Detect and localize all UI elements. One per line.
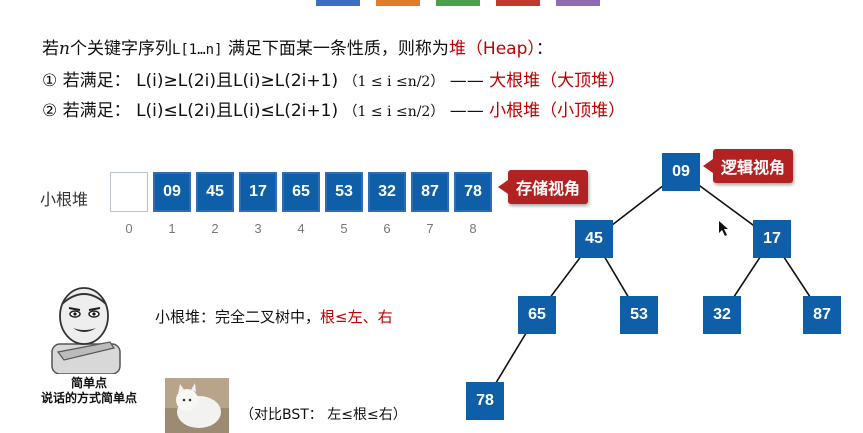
array-index: 5 <box>340 221 348 236</box>
text: 若 <box>42 39 59 59</box>
text: ① 若满足： <box>42 71 131 91</box>
max-heap-name: 大根堆（大顶堆） <box>489 71 626 91</box>
array-index: 6 <box>383 221 391 236</box>
array-cell: 09 <box>153 172 191 212</box>
strip-segment <box>376 0 420 6</box>
dash: —— <box>449 101 484 121</box>
meme-face-icon <box>51 287 121 374</box>
condition: L(i)≥L(2i)且L(i)≥L(2i+1) <box>136 71 339 91</box>
text: 小根堆：完全二叉树中， <box>155 308 321 326</box>
bst-compare-note: （对比BST： 左≤根≤右） <box>240 407 407 423</box>
meme-caption: 简单点 说话的方式简单点 <box>34 376 144 406</box>
cursor-icon <box>719 221 728 236</box>
caption-line: 简单点 <box>70 376 107 390</box>
tree-node: 45 <box>575 220 613 258</box>
tree-node: 87 <box>803 296 841 334</box>
array-cell <box>110 172 148 212</box>
strip-segment <box>316 0 360 6</box>
array-cell: 45 <box>196 172 234 212</box>
array-cell: 53 <box>325 172 363 212</box>
text: ： <box>535 39 553 59</box>
top-color-strip <box>0 0 863 6</box>
array-index: 0 <box>125 221 133 236</box>
array-cell: 65 <box>282 172 320 212</box>
definition-line-1: 若n个关键字序列L[1…n] 满足下面某一条性质，则称为堆（Heap）： <box>42 34 553 59</box>
range: （1 ≤ i ≤n/2） <box>343 104 445 120</box>
tree-node: 17 <box>753 220 791 258</box>
condition: L(i)≤L(2i)且L(i)≤L(2i+1) <box>136 101 339 121</box>
storage-view-callout: 存储视角 <box>497 170 589 204</box>
min-heap-name: 小根堆（小顶堆） <box>489 101 626 121</box>
array-cell: 87 <box>411 172 449 212</box>
array-index: 3 <box>254 221 262 236</box>
array-index: 8 <box>469 221 477 236</box>
caption-line: 说话的方式简单点 <box>40 391 137 405</box>
tree-node: 65 <box>518 296 556 334</box>
var-n: n <box>59 39 70 59</box>
rule-text: 根≤左、右 <box>320 308 393 326</box>
array-index: 2 <box>211 221 219 236</box>
heap-term: 堆（Heap） <box>448 39 536 59</box>
text: 个关键字序列 <box>69 39 172 59</box>
definition-line-3: ② 若满足： L(i)≤L(2i)且L(i)≤L(2i+1) （1 ≤ i ≤n… <box>42 96 625 121</box>
sequence-notation: L[1…n] <box>171 42 223 58</box>
dash: —— <box>449 71 484 91</box>
array-label: 小根堆 <box>40 190 89 209</box>
array-index: 7 <box>426 221 434 236</box>
tree-node: 53 <box>620 296 658 334</box>
array-cell: 32 <box>368 172 406 212</box>
strip-segment <box>496 0 540 6</box>
array-index: 1 <box>168 221 176 236</box>
tree-node: 09 <box>662 153 700 191</box>
array-cell: 17 <box>239 172 277 212</box>
array-cell: 78 <box>454 172 492 212</box>
logical-view-callout: 逻辑视角 <box>702 149 794 183</box>
array-index: 4 <box>297 221 305 236</box>
definition-line-2: ① 若满足： L(i)≥L(2i)且L(i)≥L(2i+1) （1 ≤ i ≤n… <box>42 66 625 91</box>
tree-node: 32 <box>703 296 741 334</box>
text: ② 若满足： <box>42 101 131 121</box>
text: 满足下面某一条性质，则称为 <box>222 39 449 59</box>
tree-node: 78 <box>466 382 504 420</box>
strip-segment <box>436 0 480 6</box>
strip-segment <box>556 0 600 6</box>
range: （1 ≤ i ≤n/2） <box>343 74 445 90</box>
min-heap-note: 小根堆：完全二叉树中，根≤左、右 <box>155 306 393 327</box>
cat-photo-icon <box>165 378 229 433</box>
